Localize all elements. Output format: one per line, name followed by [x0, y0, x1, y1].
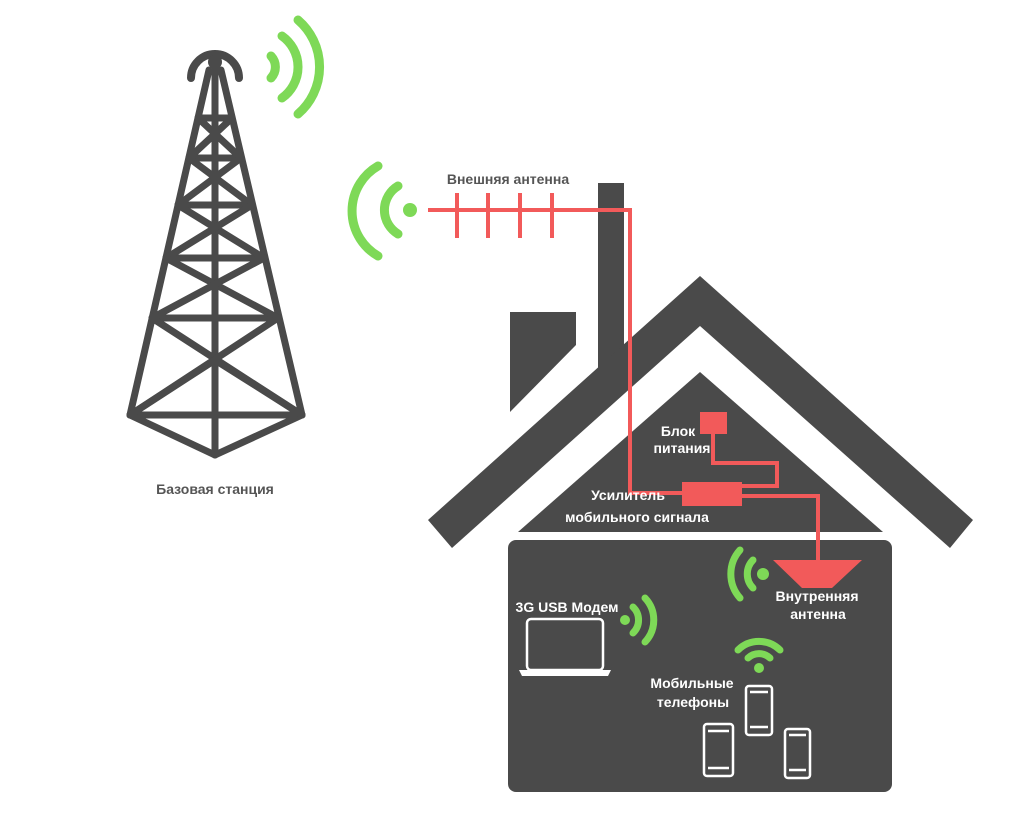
power-supply-icon: [700, 412, 727, 434]
label-outdoor-antenna: Внешняя антенна: [447, 171, 570, 187]
label-indoor-antenna-2: антенна: [790, 606, 846, 622]
laptop-icon: [519, 617, 611, 676]
label-modem: 3G USB Модем: [516, 599, 619, 615]
signal-waves-icon: [347, 161, 417, 261]
label-indoor-antenna-1: Внутренняя: [776, 588, 859, 604]
wifi-icon: [734, 637, 784, 673]
label-phones-1: Мобильные: [650, 675, 733, 691]
cable-lines: [428, 208, 820, 562]
label-amplifier-2: мобильного сигнала: [565, 509, 709, 525]
label-amplifier-1: Усилитель: [591, 487, 665, 503]
label-power-supply-2: питания: [654, 440, 711, 456]
phone-icon: [783, 727, 812, 780]
signal-waves-icon: [727, 546, 769, 602]
tower-icon: [126, 50, 306, 459]
phone-icon: [744, 684, 774, 737]
label-phones-2: телефоны: [657, 694, 729, 710]
indoor-antenna-icon: [773, 560, 862, 588]
amplifier-icon: [682, 482, 742, 506]
phone-icon: [702, 722, 735, 778]
signal-waves-icon: [620, 594, 658, 646]
yagi-antenna-icon: [455, 193, 554, 238]
label-power-supply-1: Блок: [661, 423, 696, 439]
signal-waves-icon: [266, 15, 324, 119]
label-base-station: Базовая станция: [156, 481, 274, 497]
